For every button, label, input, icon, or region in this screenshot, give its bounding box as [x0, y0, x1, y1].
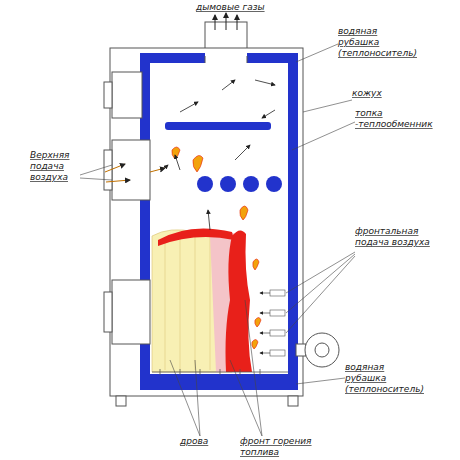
- leader-lines: [80, 44, 355, 436]
- callout-label: водяная рубашка (теплоноситель): [345, 362, 425, 395]
- firebox: [150, 63, 288, 374]
- front-air-nozzles: [270, 290, 285, 356]
- upper-air-arrows: [105, 164, 165, 182]
- callout-label: дрова: [180, 436, 220, 447]
- callout-label: кожух: [352, 88, 412, 99]
- legs: [116, 396, 298, 406]
- blower-fan: [296, 333, 339, 367]
- baffle: [165, 122, 271, 130]
- casing: [110, 48, 303, 396]
- callout-label: водяная рубашка (теплоноситель): [338, 26, 418, 59]
- callout-label: фронтальная подача воздуха: [355, 226, 433, 248]
- grate: [152, 369, 288, 375]
- callout-label: дымовые газы: [196, 2, 276, 13]
- heat-tubes: [197, 176, 282, 192]
- flame-front: [226, 230, 253, 372]
- water-jacket: [140, 53, 298, 390]
- doors: [104, 72, 150, 344]
- callout-label: Верхняя подача воздуха: [30, 150, 82, 183]
- gas-flow-arrows: [160, 80, 275, 230]
- callout-label: топка -теплообменник: [355, 108, 445, 130]
- callout-label: фронт горения топлива: [240, 436, 350, 458]
